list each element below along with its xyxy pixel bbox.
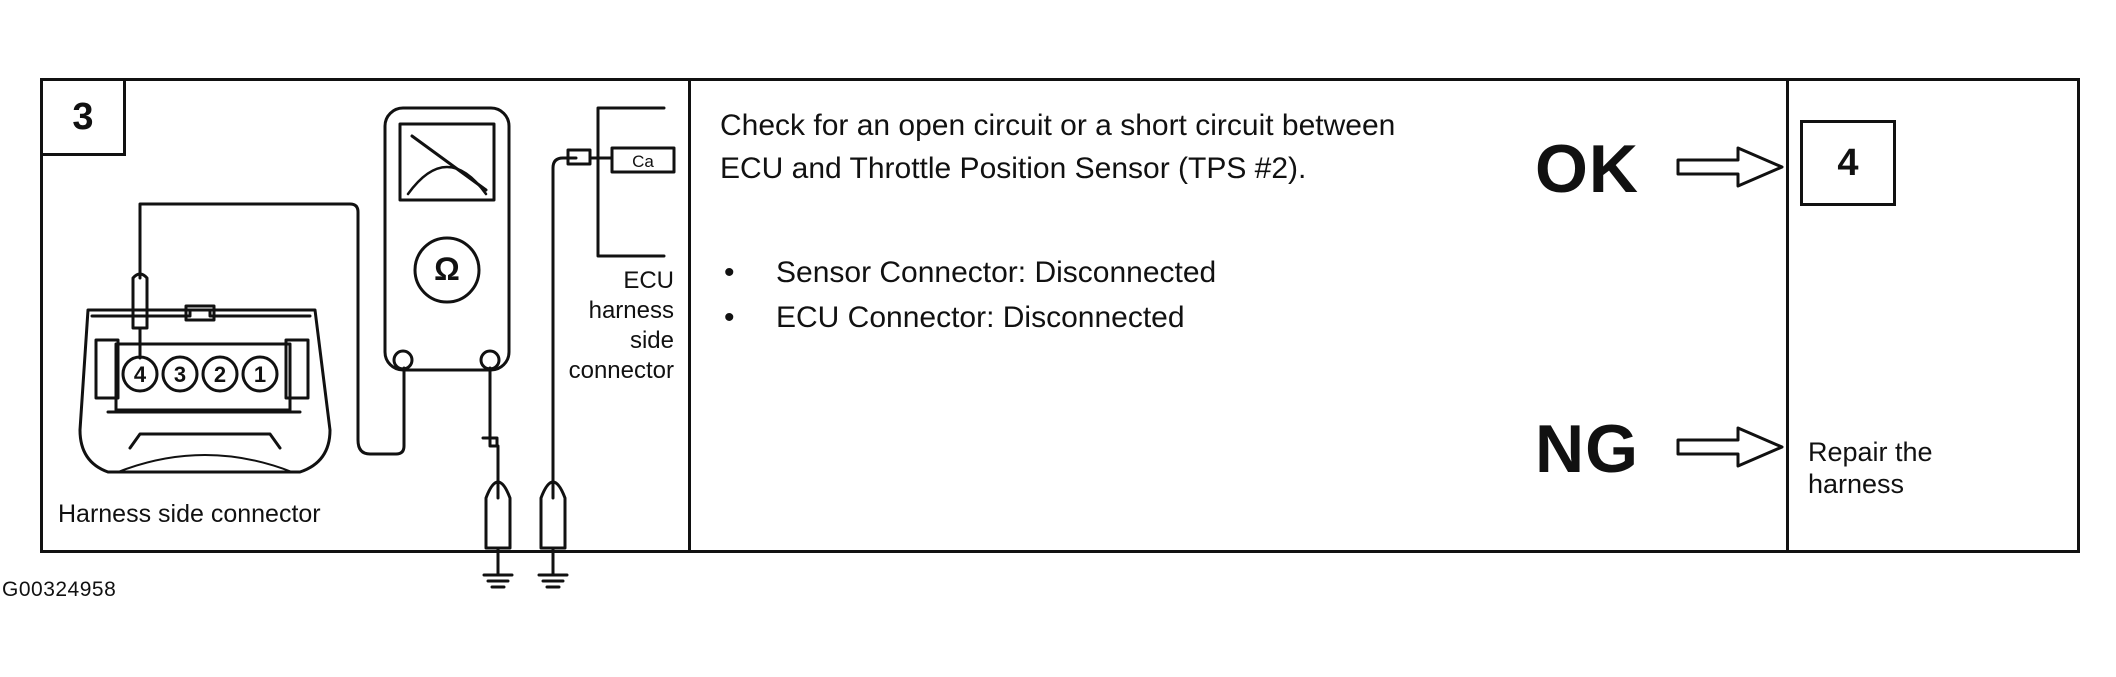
pin-label: 2 <box>214 362 226 387</box>
condition-item: Sensor Connector: Disconnected <box>720 250 1216 295</box>
meter-display <box>398 122 496 202</box>
wiring-diagram: Ω Ca 4 3 2 1 <box>78 106 676 589</box>
step-number: 3 <box>72 95 94 138</box>
ecu-connector-icon <box>566 106 676 258</box>
multimeter-body <box>383 106 511 372</box>
column-divider-left <box>688 78 691 553</box>
condition-item: ECU Connector: Disconnected <box>720 295 1216 340</box>
pin-label: 4 <box>134 362 147 387</box>
ground-probe-left-icon <box>481 366 514 589</box>
figure-id: G00324958 <box>2 578 117 601</box>
ok-result-label: OK <box>1535 131 1639 207</box>
instruction-title: Check for an open circuit or a short cir… <box>720 109 1396 185</box>
multimeter-icon <box>383 106 511 372</box>
ng-result-label: NG <box>1535 411 1639 487</box>
ecu-harness-label: ECU harness side connector <box>568 267 674 384</box>
repair-action: Repair the harness <box>1808 437 1933 499</box>
next-step-box[interactable]: 4 <box>1800 120 1896 206</box>
ohm-dial <box>413 236 481 304</box>
ecu-probe-icon <box>537 156 578 589</box>
next-step-number: 4 <box>1837 141 1859 184</box>
probe-pin4-icon <box>131 202 406 456</box>
ok-arrow-icon <box>1676 146 1784 188</box>
ecu-terminal-label: Ca <box>632 152 654 171</box>
harness-side-connector-label: Harness side connector <box>58 500 321 528</box>
ng-arrow-icon <box>1676 426 1784 468</box>
step-number-box: 3 <box>40 78 126 156</box>
pin-label: 3 <box>174 362 186 387</box>
column-divider-right <box>1786 78 1789 553</box>
harness-connector-icon <box>78 304 332 474</box>
condition-list: Sensor Connector: Disconnected ECU Conne… <box>720 250 1216 340</box>
pin-label: 1 <box>254 362 266 387</box>
procedure-table <box>40 78 2080 553</box>
ohm-symbol: Ω <box>434 251 460 287</box>
